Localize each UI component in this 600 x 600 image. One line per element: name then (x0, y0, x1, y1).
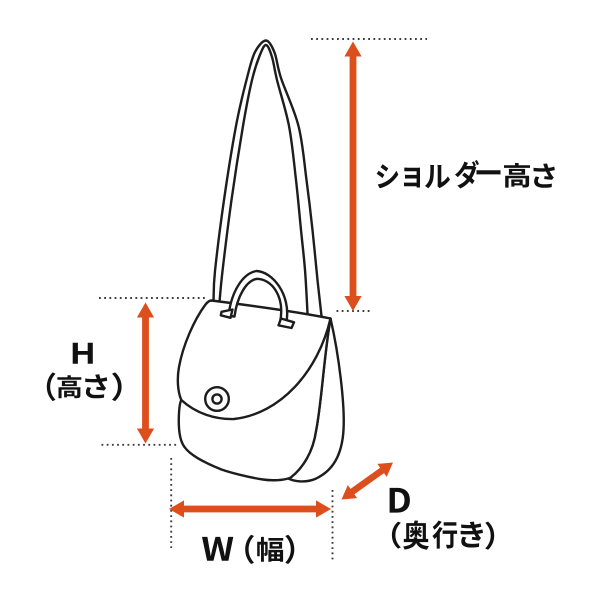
dimension-arrows (136, 41, 393, 518)
label-depth-symbol-glyphs (389, 487, 410, 513)
bag-handle-foot-right (277, 317, 296, 330)
bag-front-panel (176, 299, 332, 482)
label-height-symbol-glyphs (72, 342, 93, 364)
clasp-inner-circle (211, 393, 223, 405)
shoulder-strap-outer-line (212, 39, 323, 318)
depth-arrow (341, 462, 393, 500)
height-arrow (136, 302, 155, 444)
shoulder-height-arrow (344, 41, 362, 311)
clasp-outer-circle (203, 386, 230, 413)
label-width-glyphs (202, 534, 295, 564)
width-arrow (169, 500, 331, 518)
dimension-guides (99, 38, 427, 560)
bag-flap-bottom-edge (180, 317, 332, 421)
bag-handle-foot-left (219, 308, 234, 319)
bag-illustration (176, 39, 345, 483)
dimension-labels (46, 160, 555, 564)
shoulder-strap-inner-line (218, 43, 309, 315)
label-depth-glyphs (391, 520, 495, 550)
label-shoulder-height-glyphs (376, 160, 555, 189)
label-height-glyphs (46, 372, 122, 402)
